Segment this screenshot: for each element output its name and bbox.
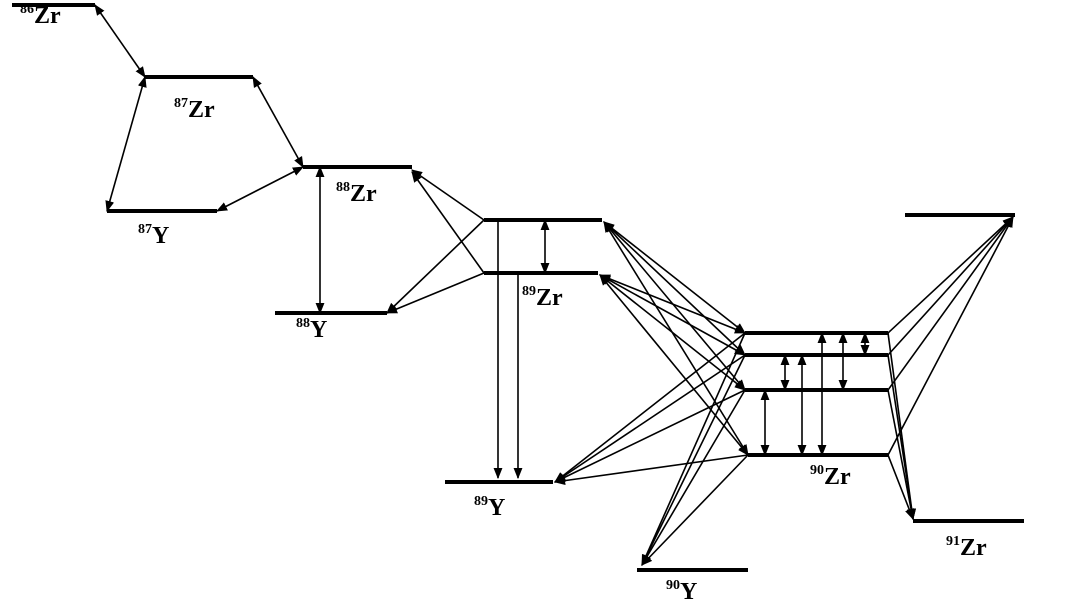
transition-arrow [887, 216, 1014, 356]
label-zr88: 88Zr [336, 180, 377, 207]
transition-arrow [887, 389, 916, 521]
label-zr89: 89Zr [522, 284, 563, 311]
transition-arrow [887, 454, 914, 521]
label-y89: 89Y [474, 494, 506, 521]
label-y87: 87Y [138, 222, 170, 249]
label-zr91: 91Zr [946, 534, 987, 561]
transition-arrow [385, 272, 485, 314]
transition-arrow [216, 166, 304, 212]
transition-arrow [641, 454, 749, 566]
transition-arrow [411, 171, 485, 274]
transition-arrow [554, 354, 746, 483]
transition-arrow [411, 169, 485, 221]
transition-arrow [887, 216, 1014, 456]
transition-arrow [641, 354, 746, 567]
transition-arrow [641, 389, 746, 566]
transition-arrow [94, 4, 146, 78]
transition-arrow [105, 75, 147, 213]
transition-arrow [553, 454, 749, 486]
label-y88: 88Y [296, 316, 328, 343]
transition-arrow [386, 219, 485, 314]
transition-arrow [887, 216, 1014, 391]
transition-arrow [887, 354, 916, 521]
transition-arrow [599, 274, 749, 456]
label-y90: 90Y [666, 578, 698, 605]
label-zr86: 86Zr [20, 2, 61, 29]
label-zr90: 90Zr [810, 463, 851, 490]
label-zr87: 87Zr [174, 96, 215, 123]
transition-arrow [252, 76, 304, 168]
transition-arrow [887, 216, 1014, 334]
